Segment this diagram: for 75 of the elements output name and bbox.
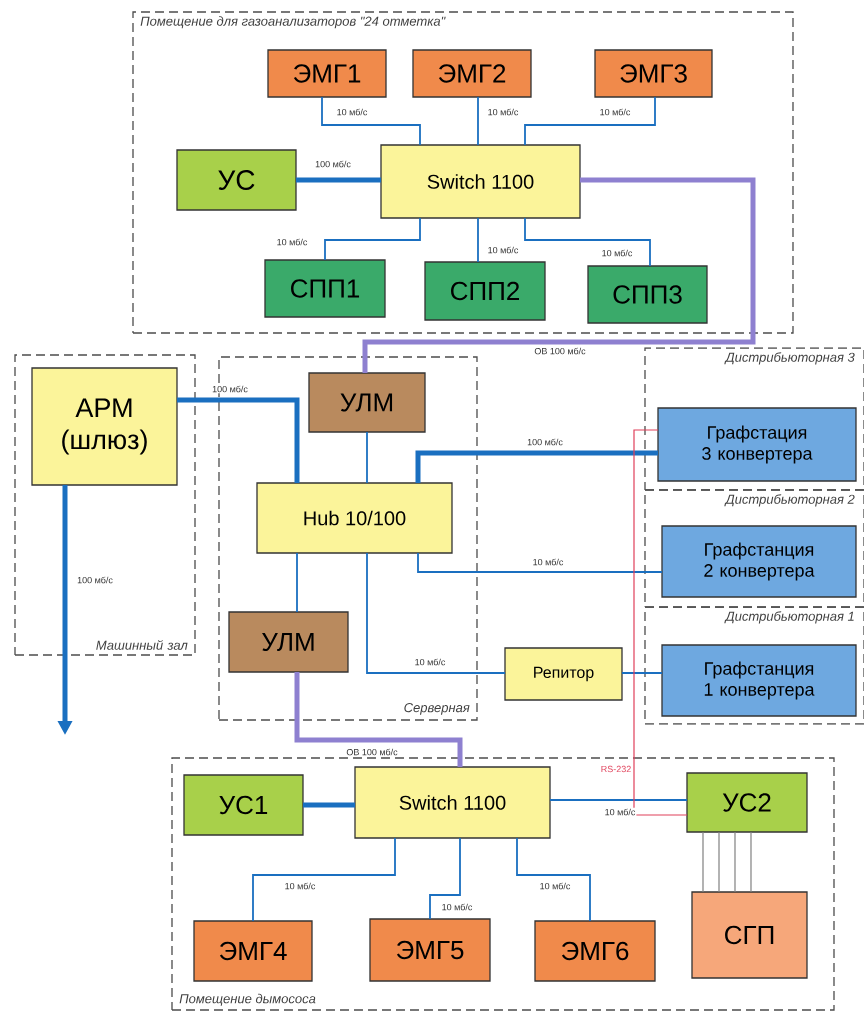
connector [417, 552, 663, 573]
connector [366, 431, 368, 484]
connector [477, 96, 479, 146]
device-box: УС1 [183, 774, 304, 836]
connector [415, 450, 658, 483]
connector [734, 831, 736, 893]
connector [177, 397, 300, 483]
edge-label: ОВ 100 мб/с [533, 346, 587, 356]
edge-label: 10 мб/с [486, 245, 520, 255]
device-box: ЭМГ2 [412, 49, 532, 98]
device-box: УС [176, 149, 297, 211]
device-box: ЭМГ3 [594, 49, 713, 98]
room-label: Помещение для газоанализаторов "24 отметка" [140, 16, 446, 29]
device-box: Switch 1100 [354, 766, 551, 839]
connector [252, 837, 396, 922]
device-box: Графстанция 1 конвертера [661, 644, 857, 717]
connector [549, 799, 688, 801]
device-box: ЭМГ5 [369, 918, 491, 982]
connector [362, 177, 756, 373]
connector [621, 672, 663, 674]
connector [702, 831, 704, 893]
device-box: СПП1 [264, 259, 386, 318]
edge-label: 10 мб/с [335, 107, 369, 117]
edge-label: 10 мб/с [486, 107, 520, 117]
device-box: Hub 10/100 [256, 482, 453, 554]
room-label: Серверная [404, 703, 470, 715]
connector [324, 217, 421, 261]
room-label: Помещение дымососа [179, 993, 316, 1006]
device-box: УЛМ [228, 611, 349, 673]
device-box: Графстанция 2 конвертера [661, 525, 857, 598]
device-box: СПП2 [424, 261, 546, 321]
connector [296, 177, 381, 183]
connector [750, 831, 752, 893]
connector [366, 552, 506, 674]
edge-label: 10 мб/с [603, 807, 637, 817]
edge-label: 10 мб/с [600, 248, 634, 258]
connector [524, 96, 656, 146]
connector [477, 217, 479, 263]
room-label: Машинный зал [96, 640, 188, 650]
device-box: УС2 [686, 772, 808, 833]
room-label: Дистрибьюторная 2 [724, 494, 855, 507]
device-box: АРМ (шлюз) [31, 367, 178, 486]
edge-label: ОВ 100 мб/с [345, 747, 399, 757]
connector [633, 429, 688, 816]
connector [516, 837, 591, 922]
edge-label: 100 мб/с [526, 437, 564, 447]
edge-label: 10 мб/с [283, 881, 317, 891]
device-box: ЭМГ4 [193, 920, 313, 982]
connector [294, 672, 463, 767]
edge-label: 10 мб/с [531, 557, 565, 567]
connector [303, 802, 355, 808]
edge-label: 10 мб/с [275, 237, 309, 247]
edge-label: 10 мб/с [538, 881, 572, 891]
connector [718, 831, 720, 893]
edge-label: 100 мб/с [211, 384, 249, 394]
edge-label: 10 мб/с [598, 107, 632, 117]
device-box: Репитор [504, 647, 623, 701]
room-label: Дистрибьюторная 1 [724, 611, 854, 624]
device-box: Switch 1100 [380, 144, 581, 219]
edge-label: 100 мб/с [314, 159, 352, 169]
device-box: УЛМ [308, 372, 426, 433]
connector [296, 552, 298, 613]
device-box: СПП3 [587, 265, 708, 324]
connector [429, 837, 461, 920]
edge-label: 10 мб/с [440, 902, 474, 912]
device-box: СГП [691, 891, 808, 979]
connector [524, 217, 651, 267]
room-label: Дистрибьюторная 3 [724, 352, 855, 365]
connector [321, 96, 421, 146]
device-box: ЭМГ6 [534, 920, 656, 982]
device-box: ЭМГ1 [267, 49, 387, 98]
edge-label: RS-232 [599, 764, 633, 774]
edge-label: 100 мб/с [76, 575, 114, 585]
device-box: Графстация 3 конвертера [657, 407, 857, 482]
edge-label: 10 мб/с [413, 657, 447, 667]
